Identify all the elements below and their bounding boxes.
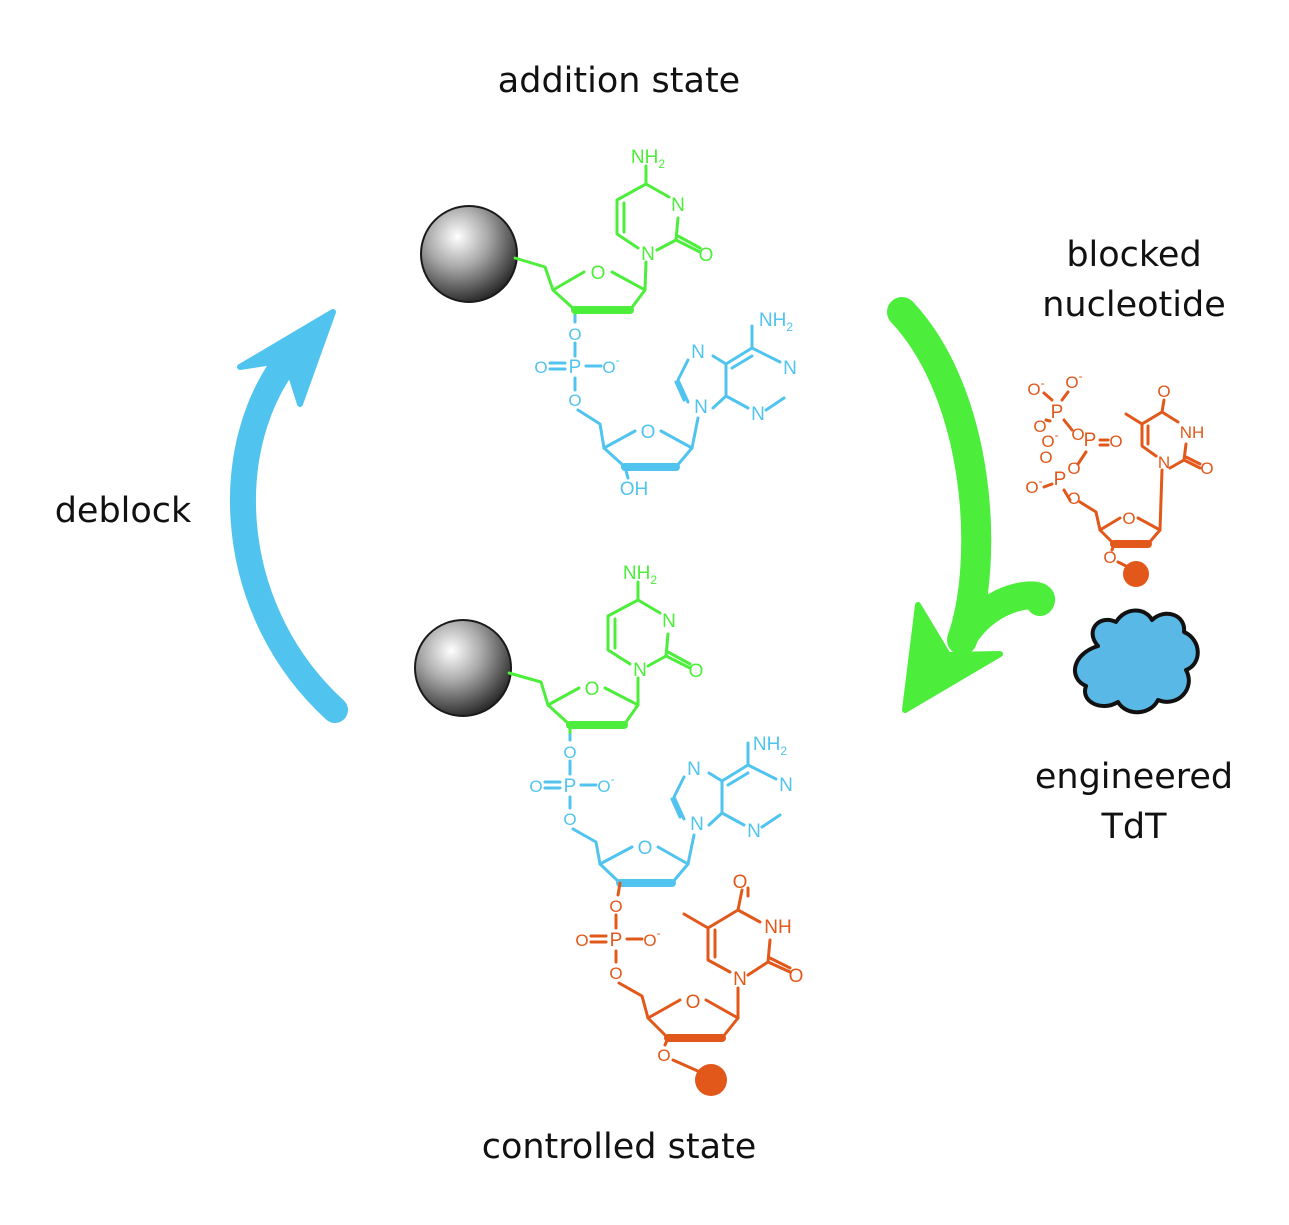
- phosphorus-label: P: [1051, 402, 1064, 423]
- phosphate-oxygen-label: O: [534, 358, 547, 377]
- addition-arrow: [887, 297, 1056, 713]
- carbonyl-o-label: O: [699, 245, 714, 266]
- phosphorus-label: P: [1084, 430, 1097, 451]
- cytidine-residue-top: O N N O NH2: [513, 147, 714, 318]
- phosphate-oxygen-label: O-: [643, 926, 660, 950]
- phosphate-oxygen-label: O: [529, 777, 542, 796]
- phosphorus-label: P: [569, 357, 582, 378]
- n1-label: N: [1158, 453, 1170, 472]
- phosphate-oxygen-label: O: [563, 810, 576, 829]
- phosphate-oxygen-label: O-: [1025, 474, 1042, 497]
- controlled-state-label: controlled state: [482, 1127, 757, 1167]
- phosphate-oxygen-label: O: [1071, 425, 1084, 444]
- blocked-nucleotide-label-line2: nucleotide: [1042, 285, 1225, 325]
- phosphate-oxygen-label: O-: [602, 353, 619, 377]
- thymidine-residue-bottom: O P O O- O O O N O NH O: [575, 872, 803, 1096]
- n1-label: N: [783, 358, 797, 379]
- phosphate-oxygen-label: O: [609, 964, 622, 983]
- addition-state-label: addition state: [498, 61, 740, 101]
- ring-oxygen-label: O: [1122, 509, 1135, 528]
- blocked-nucleotide-structure: O- O- P O O O- P O O O P O- O O O N O NH…: [1025, 369, 1214, 587]
- amine-label: NH2: [753, 734, 787, 758]
- phosphate-oxygen-label: O: [1109, 432, 1122, 451]
- n1-label: N: [779, 775, 793, 796]
- blocked-3-oxygen-label: O: [1103, 548, 1116, 567]
- n1-label: N: [633, 660, 647, 681]
- carbonyl-o-label: O: [789, 966, 804, 987]
- phosphate-oxygen-label: O-: [1041, 428, 1058, 451]
- ring-oxygen-label: O: [641, 422, 656, 443]
- cytidine-residue-bottom: O N N O NH2: [507, 563, 704, 737]
- phosphate-oxygen-label: O: [568, 391, 581, 410]
- phosphorus-label: P: [1054, 469, 1067, 490]
- ring-oxygen-label: O: [591, 263, 606, 284]
- amine-label: NH2: [631, 147, 665, 171]
- carbonyl-o-label: O: [1200, 459, 1213, 478]
- phosphate-oxygen-label: O: [575, 931, 588, 950]
- n9-label: N: [694, 397, 708, 418]
- phosphate-oxygen-label: O: [563, 743, 576, 762]
- blocked-nucleotide-label-line1: blocked: [1066, 235, 1201, 275]
- adenosine-residue-bottom: O P O O- O O N N N N NH2: [529, 733, 793, 887]
- n3-label: N: [662, 611, 676, 632]
- ring-oxygen-label: O: [638, 838, 653, 859]
- n3-label: N: [671, 195, 685, 216]
- n3-label: N: [751, 404, 765, 425]
- phosphate-oxygen-label: O: [1033, 417, 1046, 436]
- n1-label: N: [641, 244, 655, 265]
- bead-icon: [420, 205, 518, 303]
- n9-label: N: [690, 814, 704, 835]
- phosphate-oxygen-label: O-: [597, 772, 614, 796]
- phosphate-oxygen-label: O: [1067, 489, 1080, 508]
- n7-label: N: [691, 342, 705, 363]
- ring-oxygen-label: O: [686, 992, 701, 1013]
- n1-label: N: [733, 969, 747, 990]
- deblock-arrow: [229, 309, 348, 723]
- ring-oxygen-label: O: [585, 679, 600, 700]
- adenosine-residue-top: O P O O- O O OH N N N N NH2: [534, 310, 796, 500]
- n3-label: NH: [764, 917, 791, 938]
- carbonyl-o-label: O: [1157, 382, 1170, 401]
- blocking-group-icon: [695, 1064, 727, 1096]
- engineered-tdt-label-line1: engineered: [1035, 757, 1233, 797]
- carbonyl-o-label: O: [689, 661, 704, 682]
- phosphate-oxygen-label: O: [568, 325, 581, 344]
- carbonyl-o-label: O: [733, 872, 748, 893]
- n7-label: N: [687, 759, 701, 780]
- phosphate-oxygen-label: O: [1067, 459, 1080, 478]
- phosphate-oxygen-label: O-: [1027, 376, 1044, 399]
- enzyme-cloud-icon: [1073, 608, 1200, 715]
- phosphorus-label: P: [564, 776, 577, 797]
- blocked-3-oxygen-label: O: [657, 1046, 670, 1065]
- hydroxyl-label: OH: [620, 479, 649, 500]
- bead-icon: [414, 619, 512, 717]
- n3-label: NH: [1180, 423, 1205, 442]
- deblock-label: deblock: [55, 491, 192, 531]
- amine-label: NH2: [759, 310, 793, 334]
- phosphate-oxygen-label: O: [609, 897, 622, 916]
- engineered-tdt-label-line2: TdT: [1101, 807, 1168, 847]
- phosphorus-label: P: [610, 930, 623, 951]
- amine-label: NH2: [623, 563, 657, 587]
- phosphate-oxygen-label: O-: [1065, 369, 1082, 392]
- n3-label: N: [747, 821, 761, 842]
- phosphate-oxygen-label: O: [1039, 448, 1052, 467]
- blocking-group-icon: [1123, 561, 1149, 587]
